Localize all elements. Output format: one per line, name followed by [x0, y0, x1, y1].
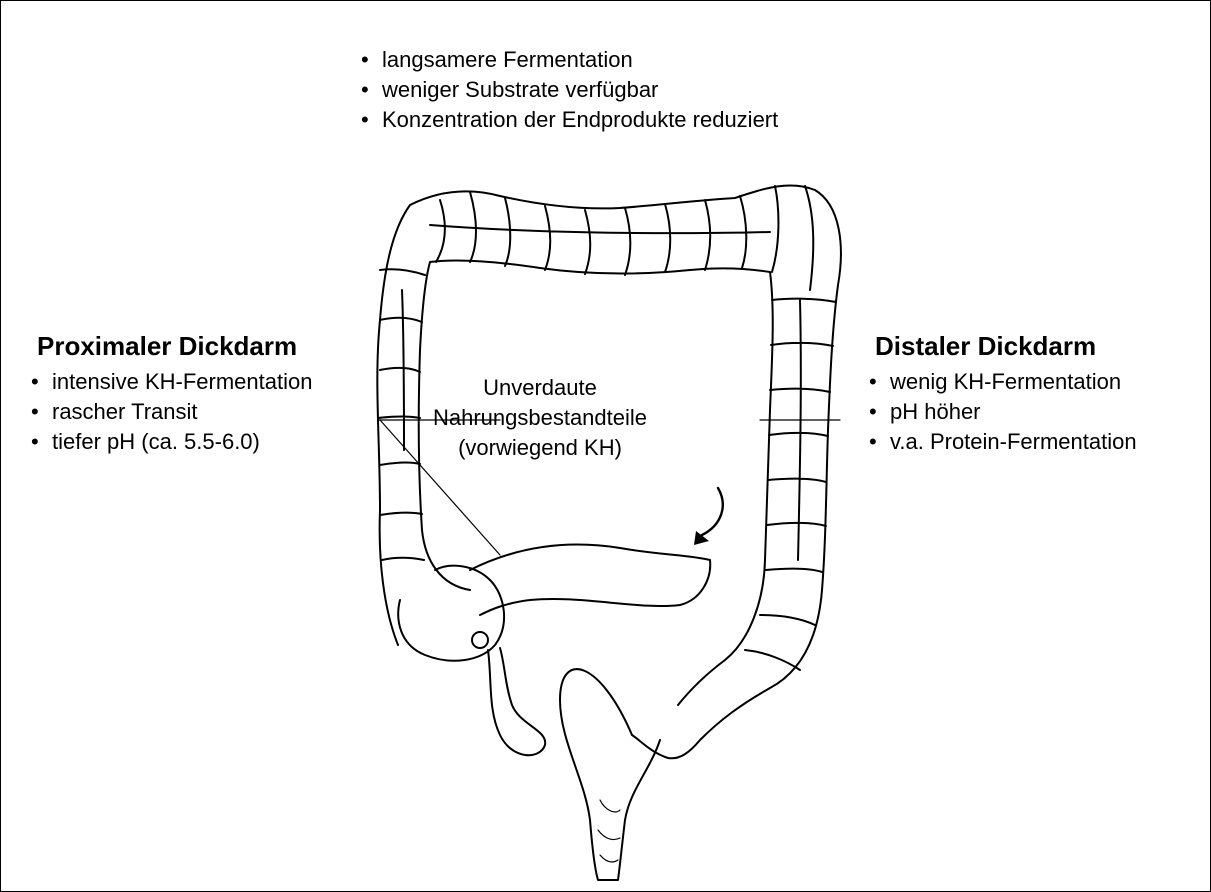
proximal-item: tiefer pH (ca. 5.5-6.0)	[30, 427, 312, 457]
cecum	[398, 566, 504, 661]
proximal-item: rascher Transit	[30, 397, 312, 427]
top-notes-list: langsamere Fermentation weniger Substrat…	[360, 45, 778, 135]
undigested-food-label: Unverdaute Nahrungsbestandteile (vorwieg…	[390, 373, 690, 463]
distal-item: v.a. Protein-Fermentation	[868, 427, 1137, 457]
top-note-item: Konzentration der Endprodukte reduziert	[360, 105, 778, 135]
center-label-line: Unverdaute	[390, 373, 690, 403]
sigmoid-rectum	[560, 669, 660, 880]
proximal-item: intensive KH-Fermentation	[30, 367, 312, 397]
rectum-folds	[598, 800, 620, 862]
distal-item: pH höher	[868, 397, 1137, 427]
haustra-descending	[745, 299, 836, 670]
terminal-ileum	[470, 544, 710, 615]
distal-item: wenig KH-Fermentation	[868, 367, 1137, 397]
ileocecal-opening	[472, 632, 488, 648]
distal-list: wenig KH-Fermentation pH höher v.a. Prot…	[868, 367, 1137, 457]
center-label-line: (vorwiegend KH)	[390, 433, 690, 463]
proximal-list: intensive KH-Fermentation rascher Transi…	[30, 367, 312, 457]
proximal-title: Proximaler Dickdarm	[37, 331, 297, 362]
curved-arrow-icon	[702, 488, 723, 535]
top-note-item: langsamere Fermentation	[360, 45, 778, 75]
appendix	[488, 648, 545, 755]
center-label-line: Nahrungsbestandteile	[390, 403, 690, 433]
distal-title: Distaler Dickdarm	[875, 331, 1096, 362]
top-note-item: weniger Substrate verfügbar	[360, 75, 778, 105]
